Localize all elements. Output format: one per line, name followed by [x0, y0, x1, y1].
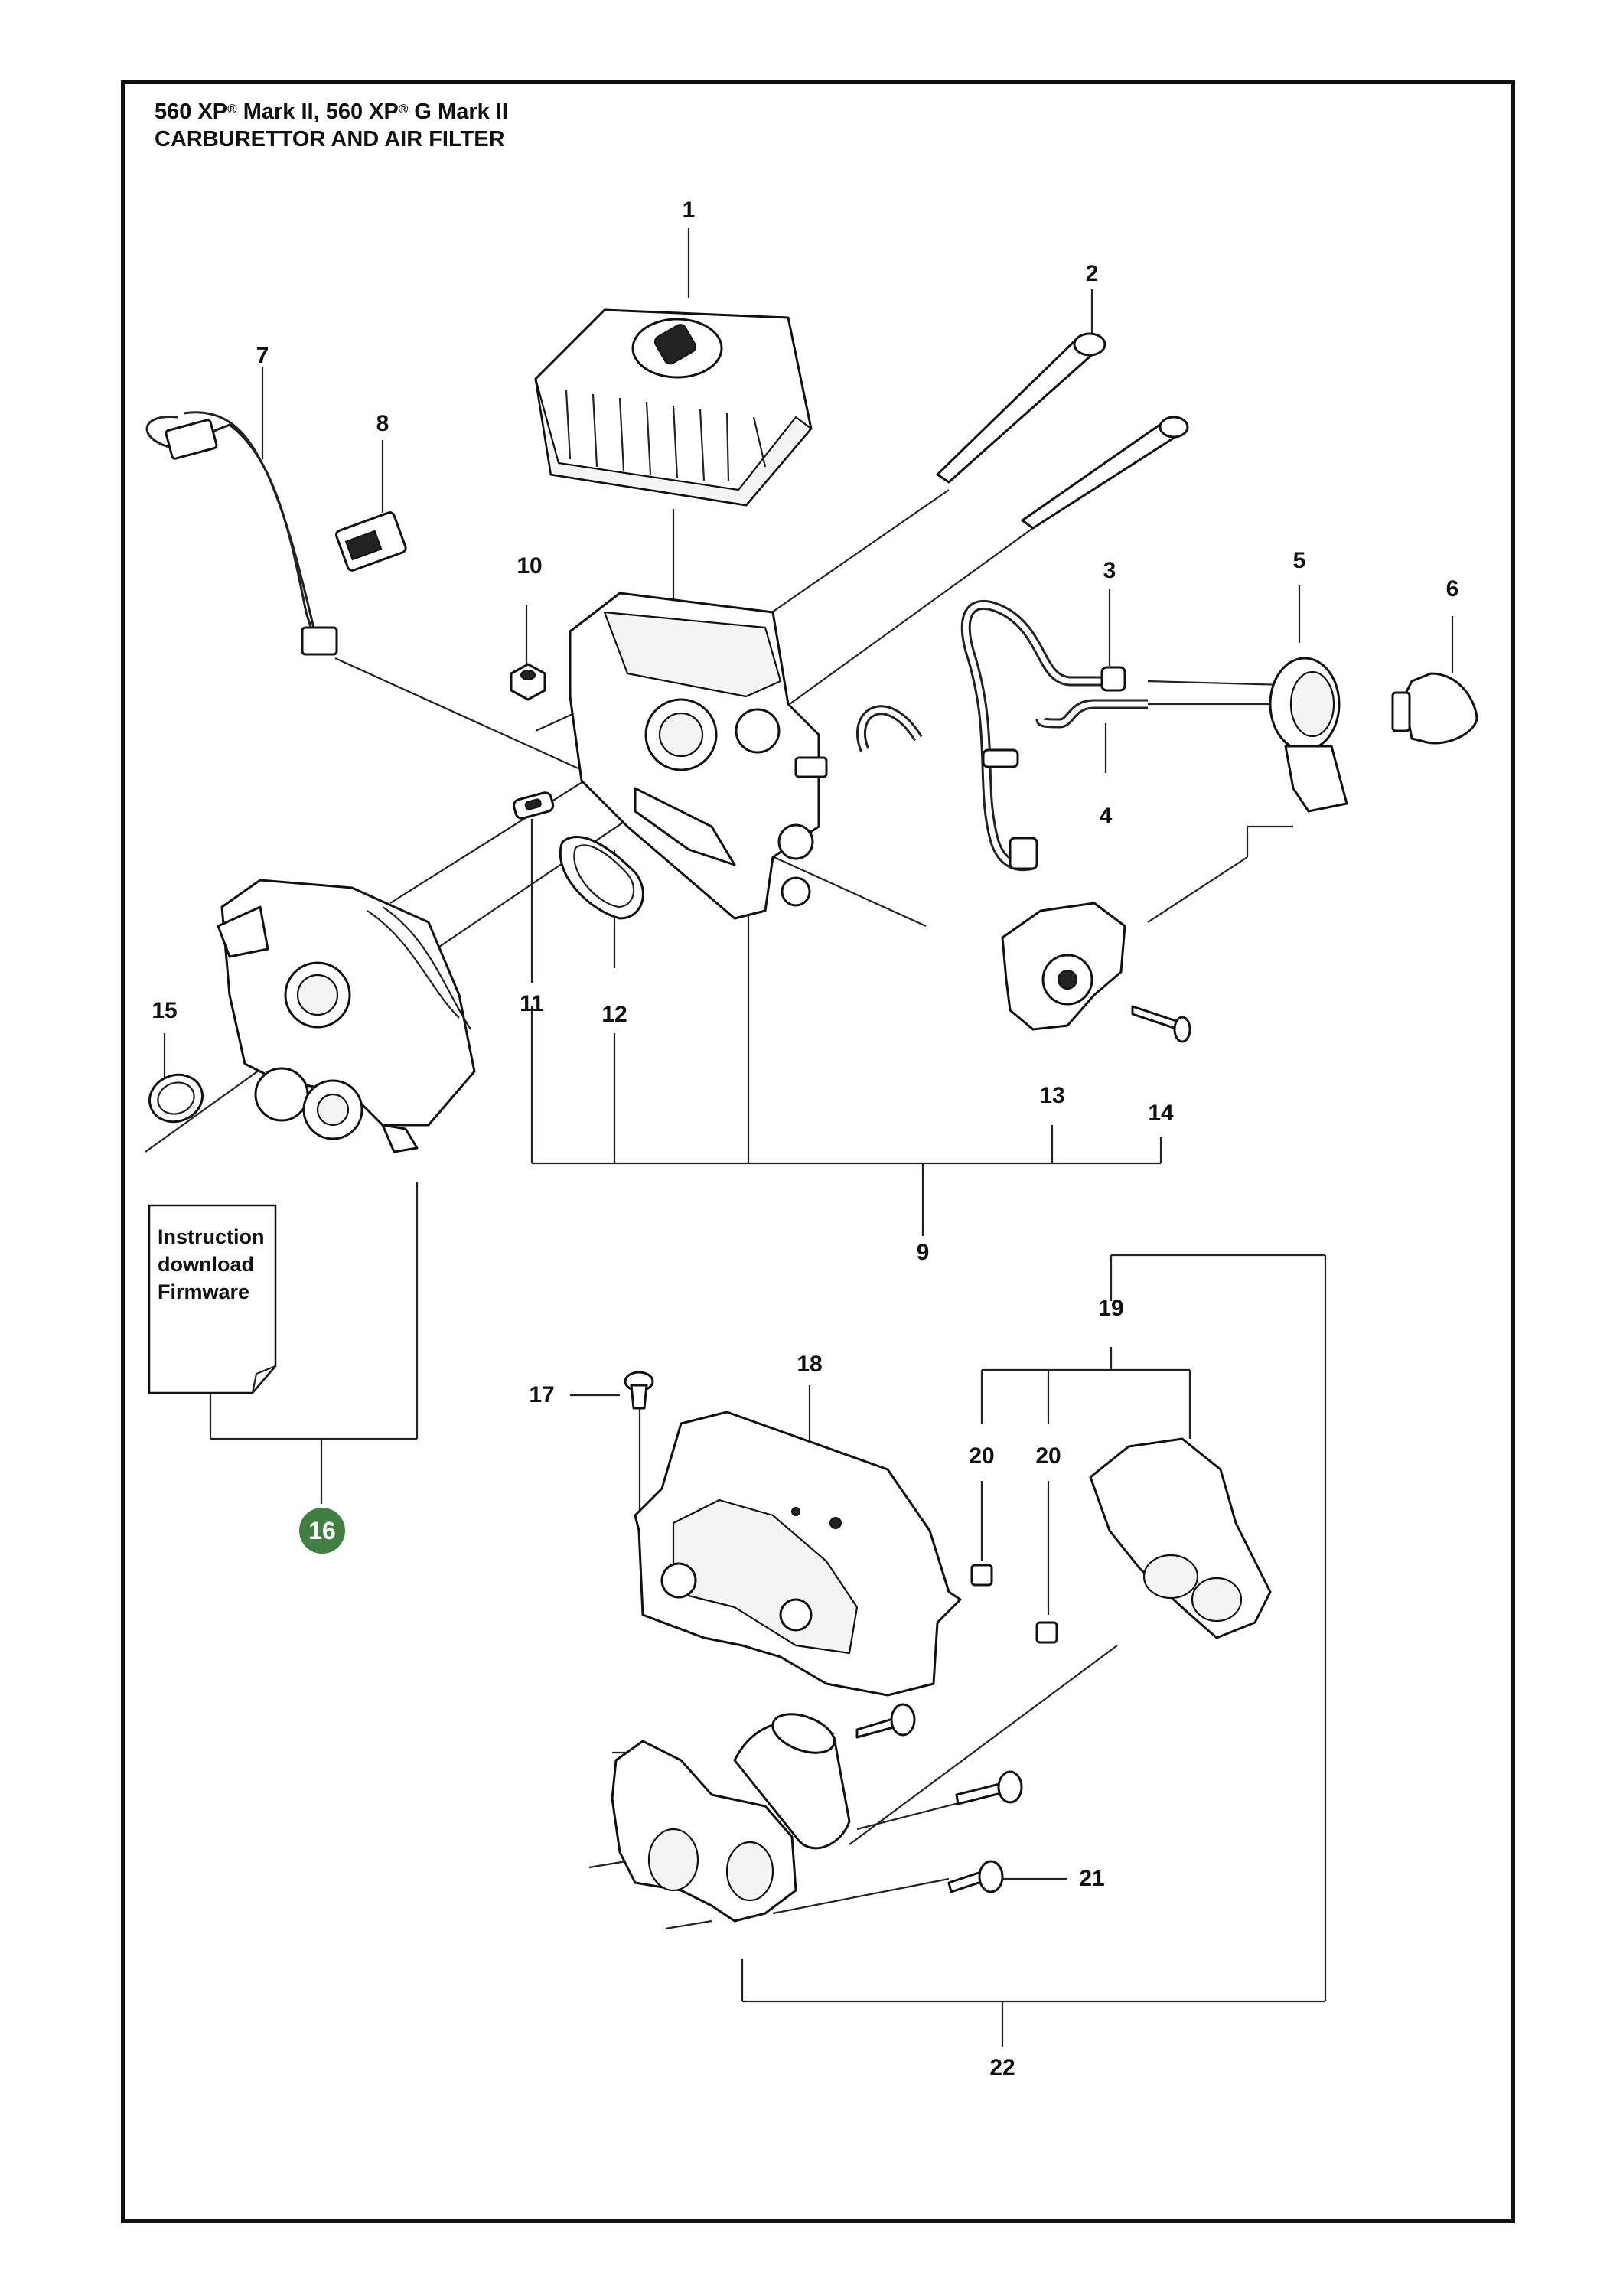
carburettor-part: [217, 879, 476, 1153]
primer-part: [1269, 657, 1348, 813]
callout-11[interactable]: 11: [520, 991, 544, 1016]
square-nut-part-a: [970, 1564, 993, 1587]
callout-18[interactable]: 18: [797, 1352, 823, 1377]
diagram-frame: [121, 80, 1515, 2223]
callout-7[interactable]: 7: [256, 343, 269, 368]
callout-12[interactable]: 12: [601, 1002, 627, 1027]
callout-15[interactable]: 15: [152, 998, 178, 1023]
callout-6[interactable]: 6: [1445, 576, 1459, 602]
callout-19[interactable]: 19: [1098, 1296, 1124, 1321]
connector-part: [335, 511, 407, 572]
air-duct-part: [634, 1411, 962, 1697]
wire-harness-part: [145, 411, 338, 656]
choke-lever-part: [1001, 902, 1126, 1031]
callout-10[interactable]: 10: [517, 553, 543, 579]
doc-line-2: download: [158, 1253, 254, 1276]
intake-bracket-part: [1089, 1437, 1272, 1639]
callout-3[interactable]: 3: [1103, 558, 1116, 583]
callout-17[interactable]: 17: [529, 1382, 555, 1407]
callout-20-b[interactable]: 20: [1035, 1443, 1061, 1469]
gasket-small-part: [513, 791, 555, 820]
fuel-hose-part: [960, 599, 1126, 872]
long-bolt-part: [936, 332, 1189, 530]
square-nut-part-b: [1035, 1621, 1058, 1644]
screw-17-part: [624, 1371, 654, 1410]
nut-part: [510, 663, 546, 701]
callout-13[interactable]: 13: [1039, 1083, 1065, 1108]
callout-2[interactable]: 2: [1085, 261, 1099, 286]
o-ring-part: [148, 1073, 204, 1124]
callout-21[interactable]: 21: [1079, 1866, 1105, 1891]
gasket-ring-part: [559, 836, 644, 920]
bolt-21-part: [855, 1703, 1023, 1893]
instruction-download-note[interactable]: Instruction download Firmware: [158, 1223, 265, 1306]
callout-1[interactable]: 1: [682, 197, 696, 223]
doc-line-1: Instruction: [158, 1225, 265, 1248]
document-icon: [148, 1204, 277, 1394]
callout-4[interactable]: 4: [1099, 804, 1113, 829]
model-title: 560 XP® Mark II, 560 XP® G Mark II: [155, 99, 508, 124]
callout-9[interactable]: 9: [916, 1240, 930, 1265]
callout-20-a[interactable]: 20: [969, 1443, 995, 1469]
return-hose-part: [855, 680, 1286, 752]
screw-part: [1131, 1005, 1191, 1043]
callout-5[interactable]: 5: [1292, 548, 1306, 573]
doc-line-3: Firmware: [158, 1280, 250, 1303]
callout-22[interactable]: 22: [989, 2055, 1015, 2080]
callout-16-badge[interactable]: 16: [299, 1508, 345, 1554]
callout-14[interactable]: 14: [1148, 1101, 1174, 1126]
air-filter-part: [534, 308, 813, 507]
primer-bulb-part: [1391, 672, 1478, 745]
intake-manifold-part: [611, 1713, 851, 1923]
intake-housing-part: [569, 592, 828, 920]
callout-8[interactable]: 8: [376, 411, 389, 436]
page-title: 560 XP® Mark II, 560 XP® G Mark II CARBU…: [155, 98, 508, 153]
section-title: CARBURETTOR AND AIR FILTER: [155, 127, 505, 152]
